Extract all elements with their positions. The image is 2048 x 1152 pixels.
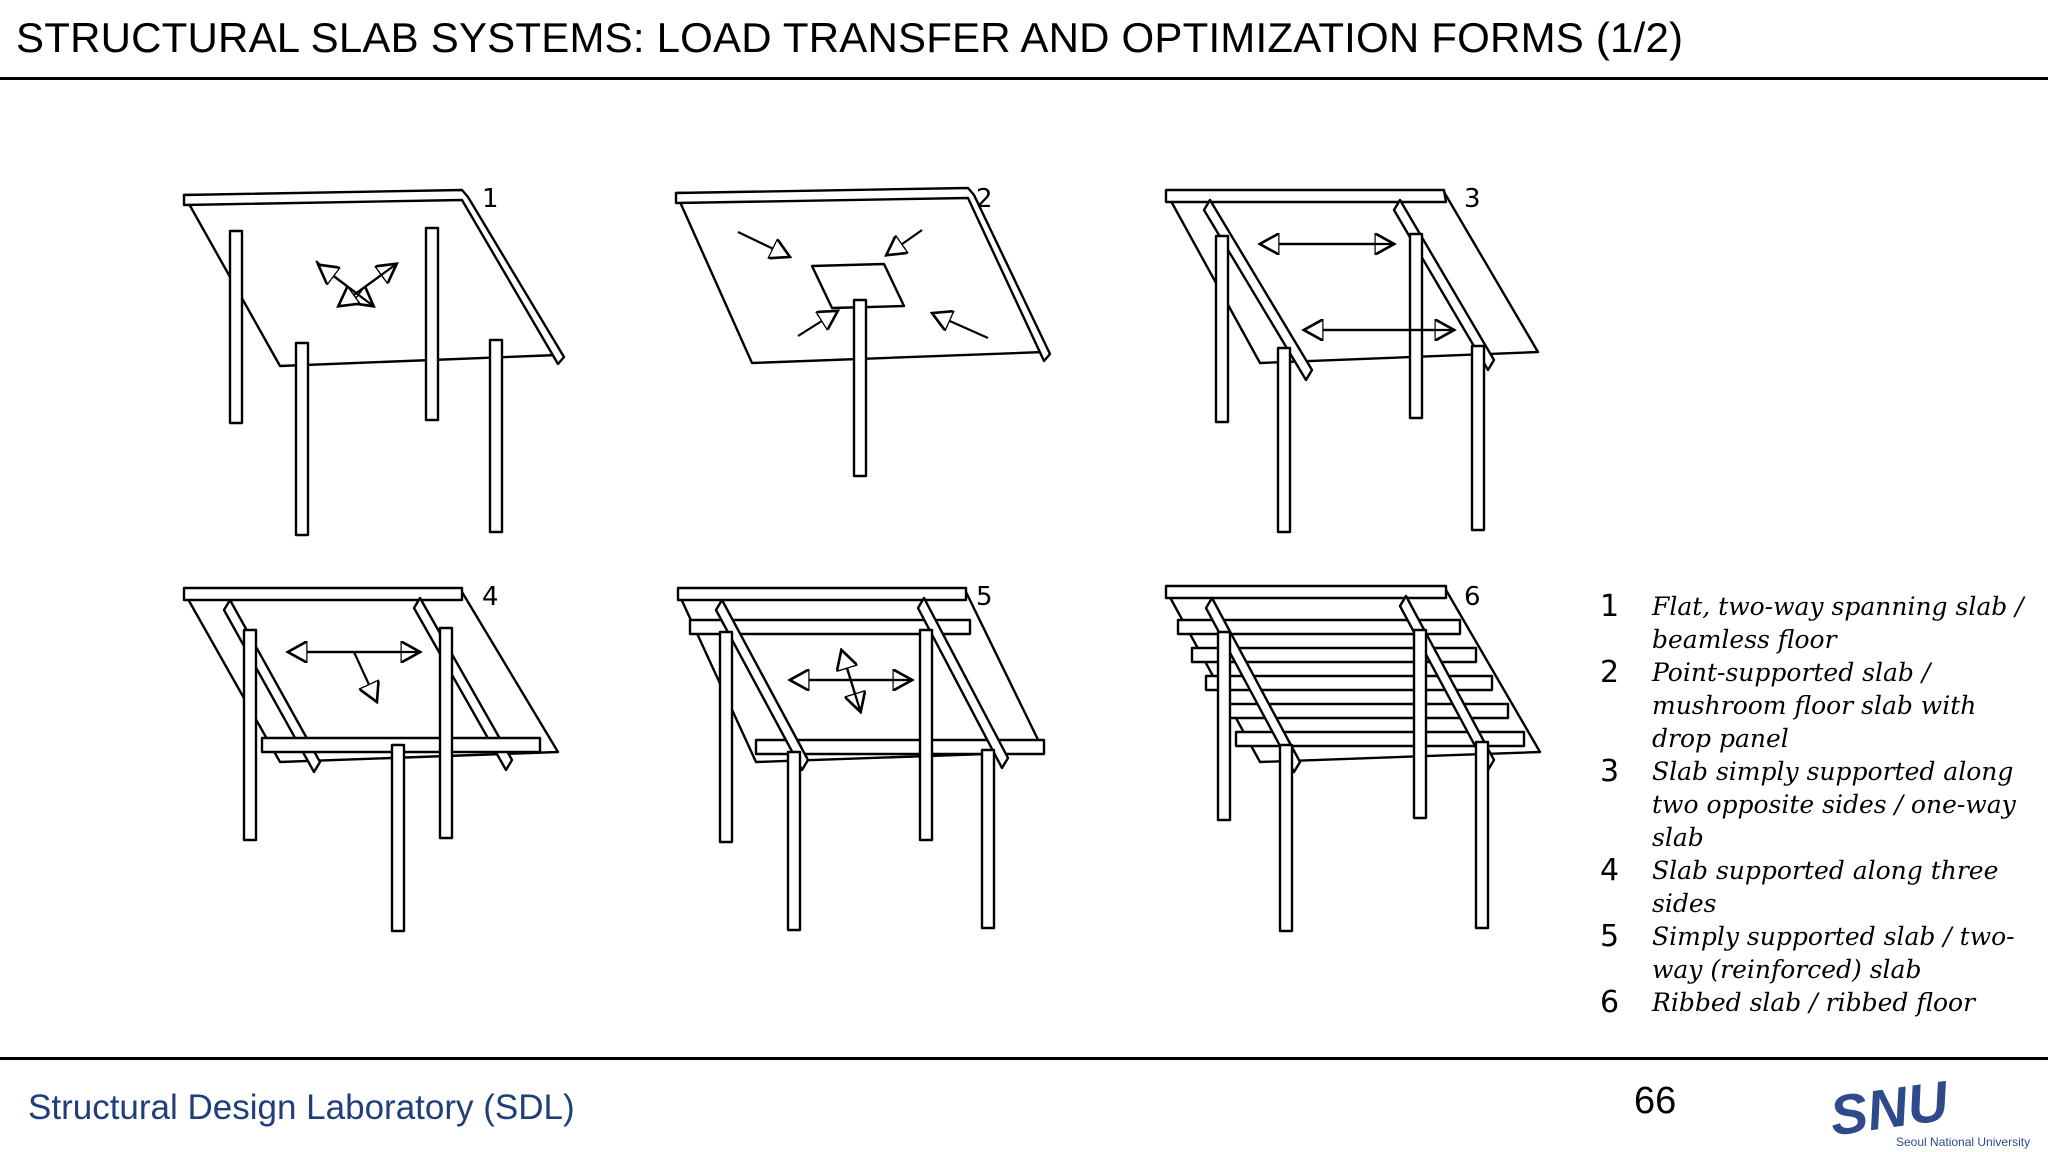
title-rule	[0, 77, 2048, 80]
diagram-2-mushroom-slab	[674, 186, 1052, 478]
diagram-number-1: 1	[482, 184, 499, 214]
snu-logo: SNU Seoul National University	[1826, 1070, 2030, 1149]
page-title: STRUCTURAL SLAB SYSTEMS: LOAD TRANSFER A…	[16, 14, 1684, 61]
legend-text: Slab simply supported along two opposite…	[1652, 757, 2016, 852]
legend-number: 6	[1600, 985, 1620, 1020]
footer-rule	[0, 1057, 2048, 1060]
legend-item: 5 Simply supported slab / two-way (reinf…	[1600, 920, 2040, 986]
legend-item: 6 Ribbed slab / ribbed floor	[1600, 986, 2040, 1019]
legend-text: Ribbed slab / ribbed floor	[1652, 988, 1976, 1017]
legend: 1 Flat, two-way spanning slab / beamless…	[1600, 590, 2040, 1019]
diagram-6-ribbed-slab	[1164, 584, 1542, 933]
diagram-number-2: 2	[976, 184, 993, 214]
legend-text: Simply supported slab / two-way (reinfor…	[1652, 922, 2015, 984]
diagram-4-three-sides-slab	[182, 586, 560, 933]
logo-subtitle: Seoul National University	[1896, 1135, 2030, 1149]
legend-item: 2 Point-supported slab / mushroom floor …	[1600, 656, 2040, 755]
diagram-1-flat-slab	[182, 188, 566, 537]
legend-number: 1	[1600, 589, 1620, 624]
legend-text: Point-supported slab / mushroom floor sl…	[1652, 658, 1977, 753]
legend-item: 1 Flat, two-way spanning slab / beamless…	[1600, 590, 2040, 656]
legend-item: 3 Slab simply supported along two opposi…	[1600, 755, 2040, 854]
diagram-number-3: 3	[1464, 184, 1481, 214]
legend-number: 4	[1600, 853, 1620, 888]
diagram-number-6: 6	[1464, 582, 1481, 612]
legend-text: Slab supported along three sides	[1652, 856, 1999, 918]
diagram-3-one-way-slab	[1164, 188, 1540, 534]
legend-item: 4 Slab supported along three sides	[1600, 854, 2040, 920]
page-number: 66	[1634, 1080, 1677, 1122]
slab-systems-drawing: 1 2 3 4 5 6	[182, 184, 1542, 933]
diagram-number-4: 4	[482, 582, 499, 612]
footer-lab-name: Structural Design Laboratory (SDL)	[28, 1088, 575, 1127]
diagram-number-5: 5	[976, 582, 993, 612]
legend-text: Flat, two-way spanning slab / beamless f…	[1652, 592, 2024, 654]
legend-number: 3	[1600, 754, 1620, 789]
legend-number: 2	[1600, 655, 1620, 690]
legend-number: 5	[1600, 919, 1620, 954]
diagram-5-two-way-slab	[676, 586, 1046, 932]
